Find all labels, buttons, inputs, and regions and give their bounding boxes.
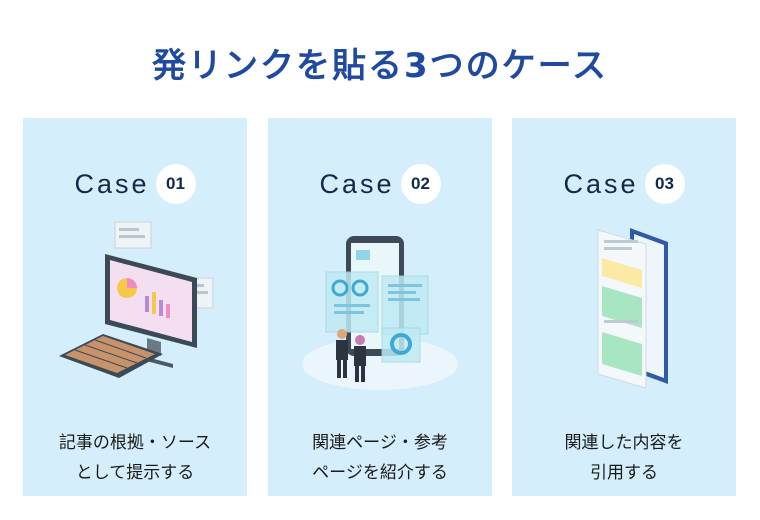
case-card-3: Case 03 関連した内容を 引用する bbox=[512, 118, 736, 496]
case-heading: Case 02 bbox=[268, 164, 492, 204]
case-description: 関連した内容を 引用する bbox=[512, 428, 736, 488]
case-card-1: Case 01 記事の根拠・ソース として提示する bbox=[23, 118, 247, 496]
page-title: 発リンクを貼る3つのケース bbox=[152, 46, 608, 86]
description-line: として提示する bbox=[75, 463, 195, 483]
case-number-badge: 03 bbox=[644, 164, 685, 204]
case-number-badge: 02 bbox=[400, 164, 441, 204]
case-heading: Case 03 bbox=[512, 164, 736, 204]
case-label: Case bbox=[319, 168, 395, 199]
case-heading: Case 01 bbox=[23, 164, 247, 204]
document-phone-illustration bbox=[597, 228, 668, 389]
desktop-computer-illustration bbox=[59, 221, 214, 378]
description-line: 関連ページ・参考 bbox=[312, 433, 448, 453]
case-label: Case bbox=[74, 168, 150, 199]
case-label: Case bbox=[563, 168, 639, 199]
description-line: 関連した内容を bbox=[564, 433, 684, 453]
smartphone-dashboard-illustration bbox=[302, 236, 458, 390]
case-card-2: Case 02 関連ページ・参考 ページを紹介する bbox=[268, 118, 492, 496]
description-line: 記事の根拠・ソース bbox=[58, 433, 212, 453]
case-number-badge: 01 bbox=[155, 164, 196, 204]
case-description: 記事の根拠・ソース として提示する bbox=[23, 428, 247, 488]
description-line: 引用する bbox=[590, 463, 658, 483]
case-description: 関連ページ・参考 ページを紹介する bbox=[268, 428, 492, 488]
description-line: ページを紹介する bbox=[312, 463, 448, 483]
